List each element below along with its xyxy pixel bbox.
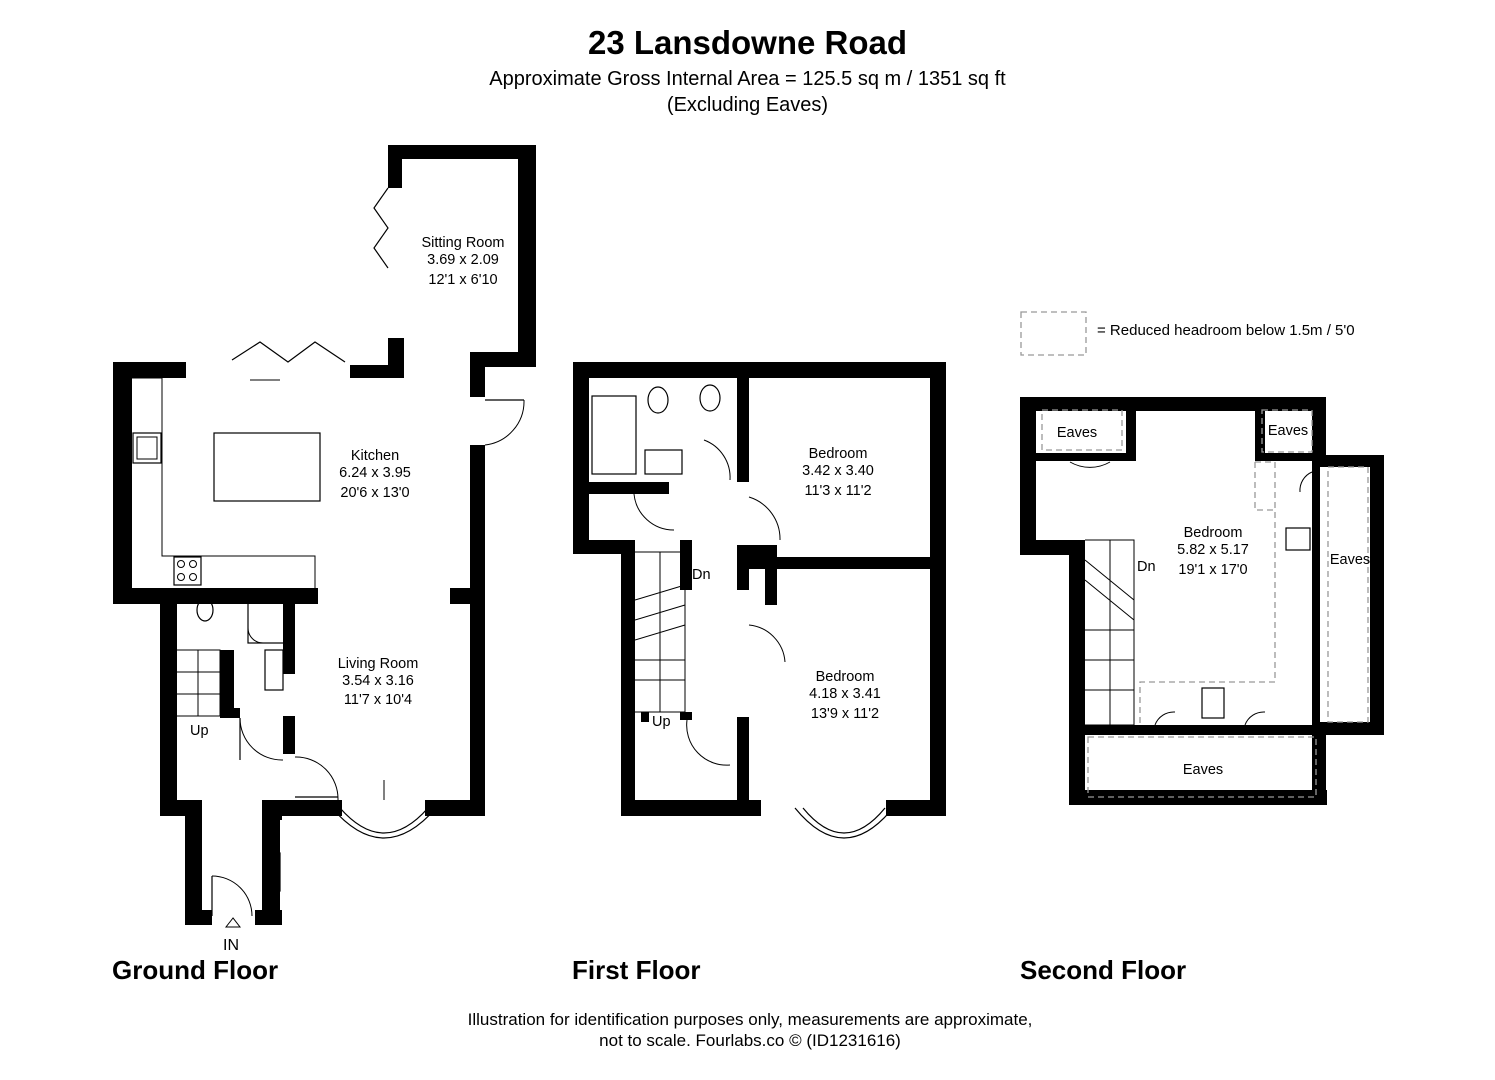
kitchen-metric: 6.24 x 3.95 bbox=[339, 465, 411, 481]
ground-floor-labels: Sitting Room 3.69 x 2.09 12'1 x 6'10 Kit… bbox=[190, 235, 505, 954]
page-title: 23 Lansdowne Road bbox=[587, 24, 908, 61]
ground-stairs-up: Up bbox=[190, 723, 209, 739]
living-room-name: Living Room bbox=[338, 656, 419, 672]
ground-floor-plan bbox=[113, 145, 536, 928]
sitting-room-imperial: 12'1 x 6'10 bbox=[428, 272, 497, 288]
first-floor-labels: Bedroom 3.42 x 3.40 11'3 x 11'2 Bedroom … bbox=[652, 446, 881, 730]
area-subtitle: Approximate Gross Internal Area = 125.5 … bbox=[489, 68, 1006, 90]
entrance-label: IN bbox=[223, 937, 239, 954]
bedroom-2-name: Bedroom bbox=[816, 669, 875, 685]
reduced-headroom-swatch bbox=[1020, 311, 1087, 356]
kitchen-name: Kitchen bbox=[351, 448, 399, 464]
second-floor-labels: Bedroom 5.82 x 5.17 19'1 x 17'0 Eaves Ea… bbox=[1057, 423, 1370, 778]
living-room-imperial: 11'7 x 10'4 bbox=[344, 692, 412, 708]
eaves-label-4: Eaves bbox=[1183, 762, 1223, 778]
first-floor-plan bbox=[573, 362, 946, 839]
bedroom-2-metric: 4.18 x 3.41 bbox=[809, 686, 881, 702]
second-stairs-down: Dn bbox=[1137, 559, 1156, 575]
first-floor-title: First Floor bbox=[572, 955, 701, 985]
bedroom-1-name: Bedroom bbox=[809, 446, 868, 462]
second-floor-plan bbox=[1020, 397, 1384, 805]
disclaimer-line-1: Illustration for identification purposes… bbox=[467, 1010, 1033, 1029]
kitchen-imperial: 20'6 x 13'0 bbox=[340, 485, 409, 501]
disclaimer-line-2: not to scale. Fourlabs.co © (ID1231616) bbox=[599, 1031, 901, 1050]
bedroom-3-imperial: 19'1 x 17'0 bbox=[1178, 562, 1247, 578]
second-floor-title: Second Floor bbox=[1020, 955, 1187, 985]
bedroom-3-metric: 5.82 x 5.17 bbox=[1177, 542, 1249, 558]
eaves-note: (Excluding Eaves) bbox=[666, 94, 829, 116]
sitting-room-name: Sitting Room bbox=[421, 235, 504, 251]
first-stairs-up: Up bbox=[652, 714, 671, 730]
legend-text: = Reduced headroom below 1.5m / 5'0 bbox=[1097, 322, 1355, 339]
bedroom-3-name: Bedroom bbox=[1184, 525, 1243, 541]
eaves-label-1: Eaves bbox=[1057, 425, 1097, 441]
bedroom-1-metric: 3.42 x 3.40 bbox=[802, 463, 874, 479]
sitting-room-metric: 3.69 x 2.09 bbox=[427, 252, 499, 268]
bedroom-1-imperial: 11'3 x 11'2 bbox=[804, 483, 871, 499]
ground-floor-title: Ground Floor bbox=[112, 955, 279, 985]
living-room-metric: 3.54 x 3.16 bbox=[342, 673, 414, 689]
eaves-label-2: Eaves bbox=[1268, 423, 1308, 439]
first-stairs-down: Dn bbox=[692, 567, 711, 583]
bedroom-2-imperial: 13'9 x 11'2 bbox=[811, 706, 879, 722]
eaves-label-3: Eaves bbox=[1330, 552, 1370, 568]
